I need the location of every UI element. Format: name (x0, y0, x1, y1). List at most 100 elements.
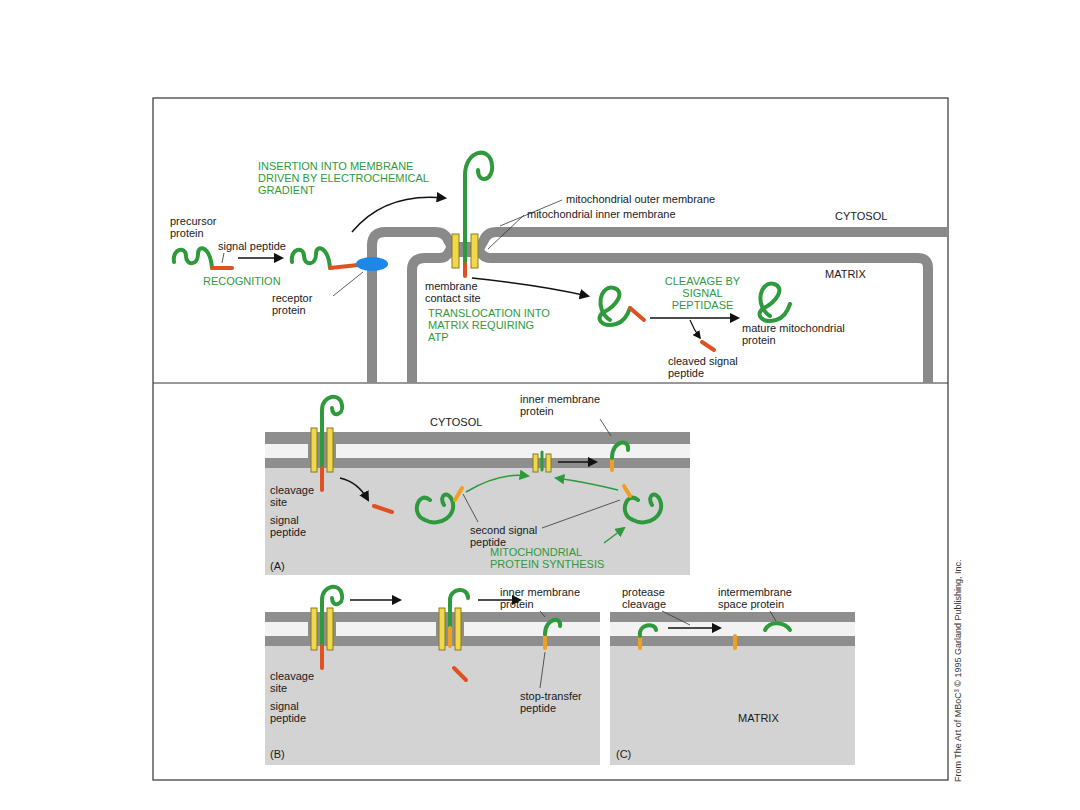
precursor-protein (292, 248, 330, 268)
part-label: MATRIX (825, 268, 866, 280)
leader-line (540, 611, 545, 617)
part-label: signal peptide (218, 240, 286, 252)
process-arrow (340, 478, 368, 500)
inner-membrane (610, 636, 855, 646)
stop-transfer-peptide (448, 628, 452, 646)
leader-line (770, 611, 776, 621)
channel-protein (327, 608, 333, 650)
process-arrow (352, 197, 445, 232)
leader-line (600, 419, 611, 436)
receptor-protein (356, 257, 388, 271)
leader-line (540, 652, 545, 688)
part-label: MATRIX (738, 712, 779, 724)
part-label: inner membrane protein (500, 586, 600, 610)
channel-protein (311, 608, 317, 650)
process-arrow (558, 461, 596, 463)
process-arrow (604, 528, 624, 543)
panel-divider (153, 382, 948, 383)
second-signal-peptide (624, 486, 630, 496)
mature-protein (760, 284, 790, 321)
part-label: mitochondrial inner membrane (527, 208, 676, 220)
process-label: TRANSLOCATION INTO MATRIX REQUIRING ATP (428, 307, 553, 343)
part-label: cleaved signal peptide (668, 355, 758, 379)
part-label: membrane contact site (425, 280, 500, 304)
process-arrow (466, 475, 528, 492)
part-label: second signal peptide (470, 524, 560, 548)
part-label: CYTOSOL (835, 210, 887, 222)
signal-peptide (212, 266, 232, 270)
part-label: precursor protein (170, 215, 232, 239)
outer-membrane (372, 232, 948, 383)
leader-line (333, 272, 363, 296)
importing-protein (450, 590, 468, 628)
part-label: cleavage site (270, 670, 320, 694)
process-arrow (690, 320, 700, 338)
intermembrane-protein (765, 623, 790, 630)
part-label: receptor protein (272, 292, 332, 316)
part-label: protease cleavage (622, 586, 692, 610)
part-label: CYTOSOL (430, 416, 482, 428)
anchor-peptide (733, 636, 737, 648)
part-label: (A) (270, 560, 285, 572)
matrix-region (610, 612, 855, 765)
channel-protein (455, 608, 461, 650)
precursor-protein (174, 248, 212, 268)
mitochondrially-made-protein (625, 495, 661, 523)
channel-protein (452, 234, 459, 268)
process-arrow (238, 257, 282, 259)
signal-peptide (320, 646, 324, 668)
stop-transfer-peptide (543, 634, 547, 648)
channel-protein (311, 428, 317, 472)
anchored-protein (640, 625, 656, 636)
inner-membrane-protein (545, 620, 560, 634)
process-arrow (668, 627, 720, 629)
cleaved-peptide (454, 668, 466, 680)
importing-protein (322, 587, 342, 650)
matrix-protein (417, 495, 453, 523)
part-label: signal peptide (270, 514, 320, 538)
leader-line (463, 494, 478, 522)
part-label: (C) (616, 748, 631, 760)
intermembrane-space (610, 622, 855, 636)
inserting-protein (541, 452, 544, 470)
signal-peptide (630, 308, 644, 320)
inner-membrane (412, 252, 928, 383)
cleaved-peptide (374, 506, 392, 512)
part-label: (B) (270, 748, 285, 760)
signal-peptide (463, 264, 467, 276)
process-label: INSERTION INTO MEMBRANE DRIVEN BY ELECTR… (258, 160, 450, 196)
process-label: CLEAVAGE BY SIGNAL PEPTIDASE (660, 275, 745, 311)
signal-peptide (330, 265, 358, 268)
channel-protein (439, 608, 445, 650)
outer-membrane (610, 612, 855, 622)
part-label: inner membrane protein (520, 393, 620, 417)
process-label: MITOCHONDRIAL PROTEIN SYNTHESIS (490, 546, 630, 570)
process-arrow (650, 317, 738, 319)
leader-line (542, 500, 620, 528)
inner-membrane-protein (612, 442, 628, 458)
second-signal-peptide (455, 488, 462, 500)
cleaved-peptide (702, 342, 714, 350)
channel-protein (533, 454, 538, 472)
copyright-note: From The Art of MBoC³ © 1995 Garland Pub… (952, 559, 964, 782)
leader-line (222, 253, 224, 263)
channel-protein (546, 454, 551, 472)
importing-protein (322, 397, 342, 468)
part-label: intermembrane space protein (718, 586, 818, 610)
part-label: mature mitochondrial protein (742, 322, 852, 346)
channel-protein (471, 234, 478, 268)
process-arrow (556, 478, 618, 490)
channel-protein (327, 428, 333, 472)
imported-protein (600, 288, 630, 325)
leader-line (488, 215, 524, 249)
leader-line (662, 611, 690, 625)
part-label: mitochondrial outer membrane (566, 193, 715, 205)
figure-frame (153, 98, 948, 780)
part-label: signal peptide (270, 700, 320, 724)
process-arrow (472, 278, 588, 296)
process-label: RECOGNITION (203, 275, 281, 287)
part-label: stop-transfer peptide (520, 690, 600, 714)
process-arrow (350, 599, 400, 601)
signal-peptide (320, 468, 324, 490)
part-label: cleavage site (270, 484, 320, 508)
